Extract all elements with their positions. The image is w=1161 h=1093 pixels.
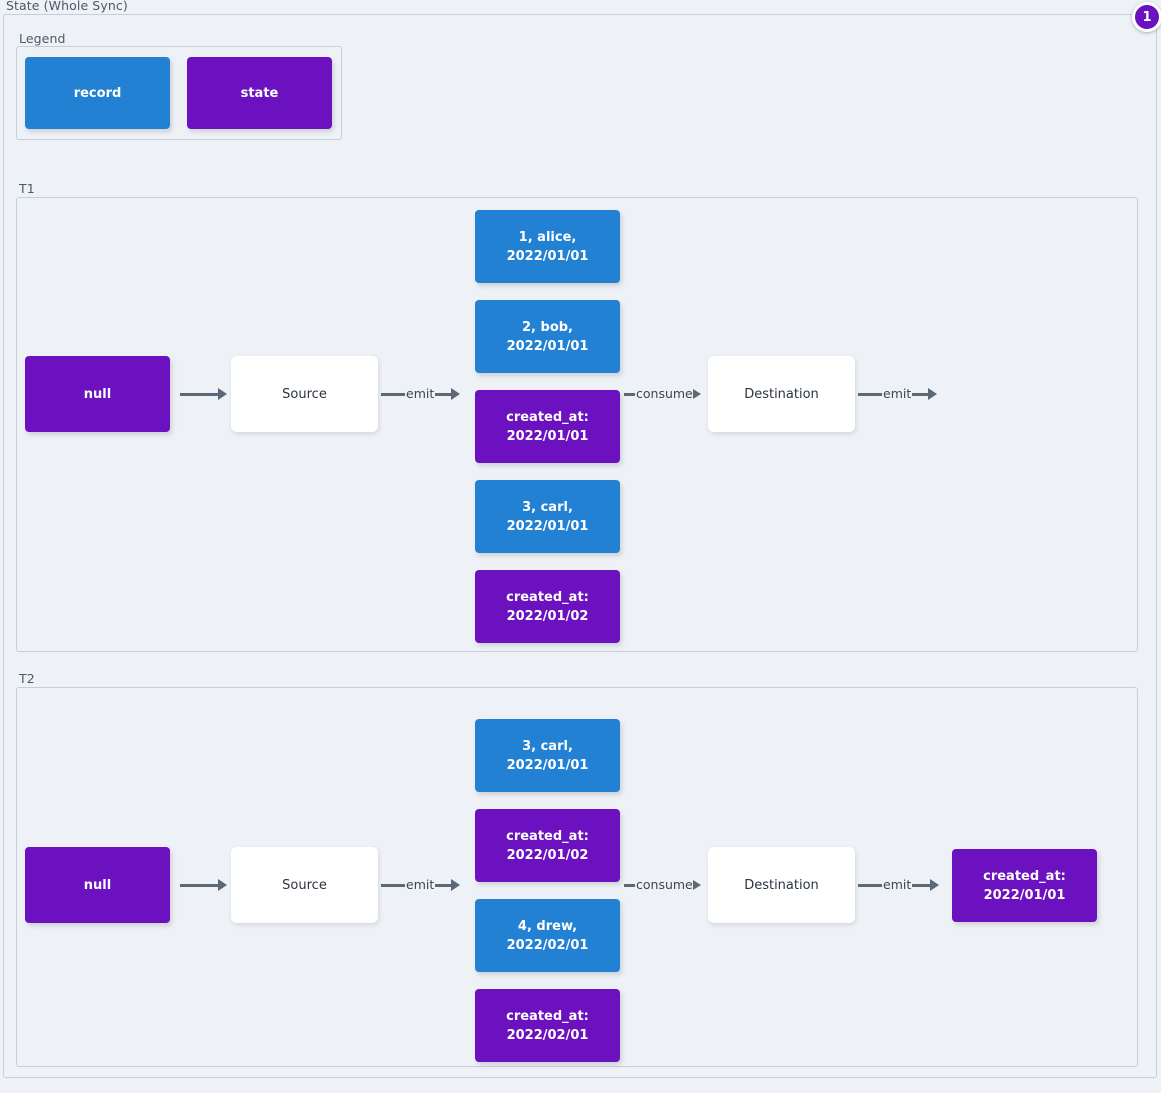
t2-stream-item-1: created_at: 2022/01/02 — [475, 809, 620, 882]
t2-stream-item-3: created_at: 2022/02/01 — [475, 989, 620, 1062]
t2-source-node: Source — [231, 847, 378, 923]
t1-initial-state: null — [25, 356, 170, 432]
t2-destination-node: Destination — [708, 847, 855, 923]
t2-initial-state: null — [25, 847, 170, 923]
t2-stream-item-0: 3, carl, 2022/01/01 — [475, 719, 620, 792]
t1-destination-node: Destination — [708, 356, 855, 432]
legend-item-record: record — [25, 57, 170, 129]
t1-group-frame — [16, 197, 1138, 652]
t1-group-label: T1 — [19, 181, 35, 196]
step-badge[interactable]: 1 — [1132, 2, 1161, 32]
root-group-frame — [3, 14, 1157, 1078]
t2-group-frame — [16, 687, 1138, 1067]
legend-group-frame — [16, 46, 342, 140]
t1-stream-item-3: 3, carl, 2022/01/01 — [475, 480, 620, 553]
t1-source-node: Source — [231, 356, 378, 432]
t1-stream-item-4: created_at: 2022/01/02 — [475, 570, 620, 643]
root-group-label: State (Whole Sync) — [6, 0, 128, 13]
t1-stream-item-2: created_at: 2022/01/01 — [475, 390, 620, 463]
t2-stream-item-2: 4, drew, 2022/02/01 — [475, 899, 620, 972]
t2-final-state: created_at: 2022/01/01 — [952, 849, 1097, 922]
legend-group-label: Legend — [19, 31, 66, 46]
t1-stream-item-0: 1, alice, 2022/01/01 — [475, 210, 620, 283]
t1-stream-item-1: 2, bob, 2022/01/01 — [475, 300, 620, 373]
t2-group-label: T2 — [19, 671, 35, 686]
legend-item-state: state — [187, 57, 332, 129]
